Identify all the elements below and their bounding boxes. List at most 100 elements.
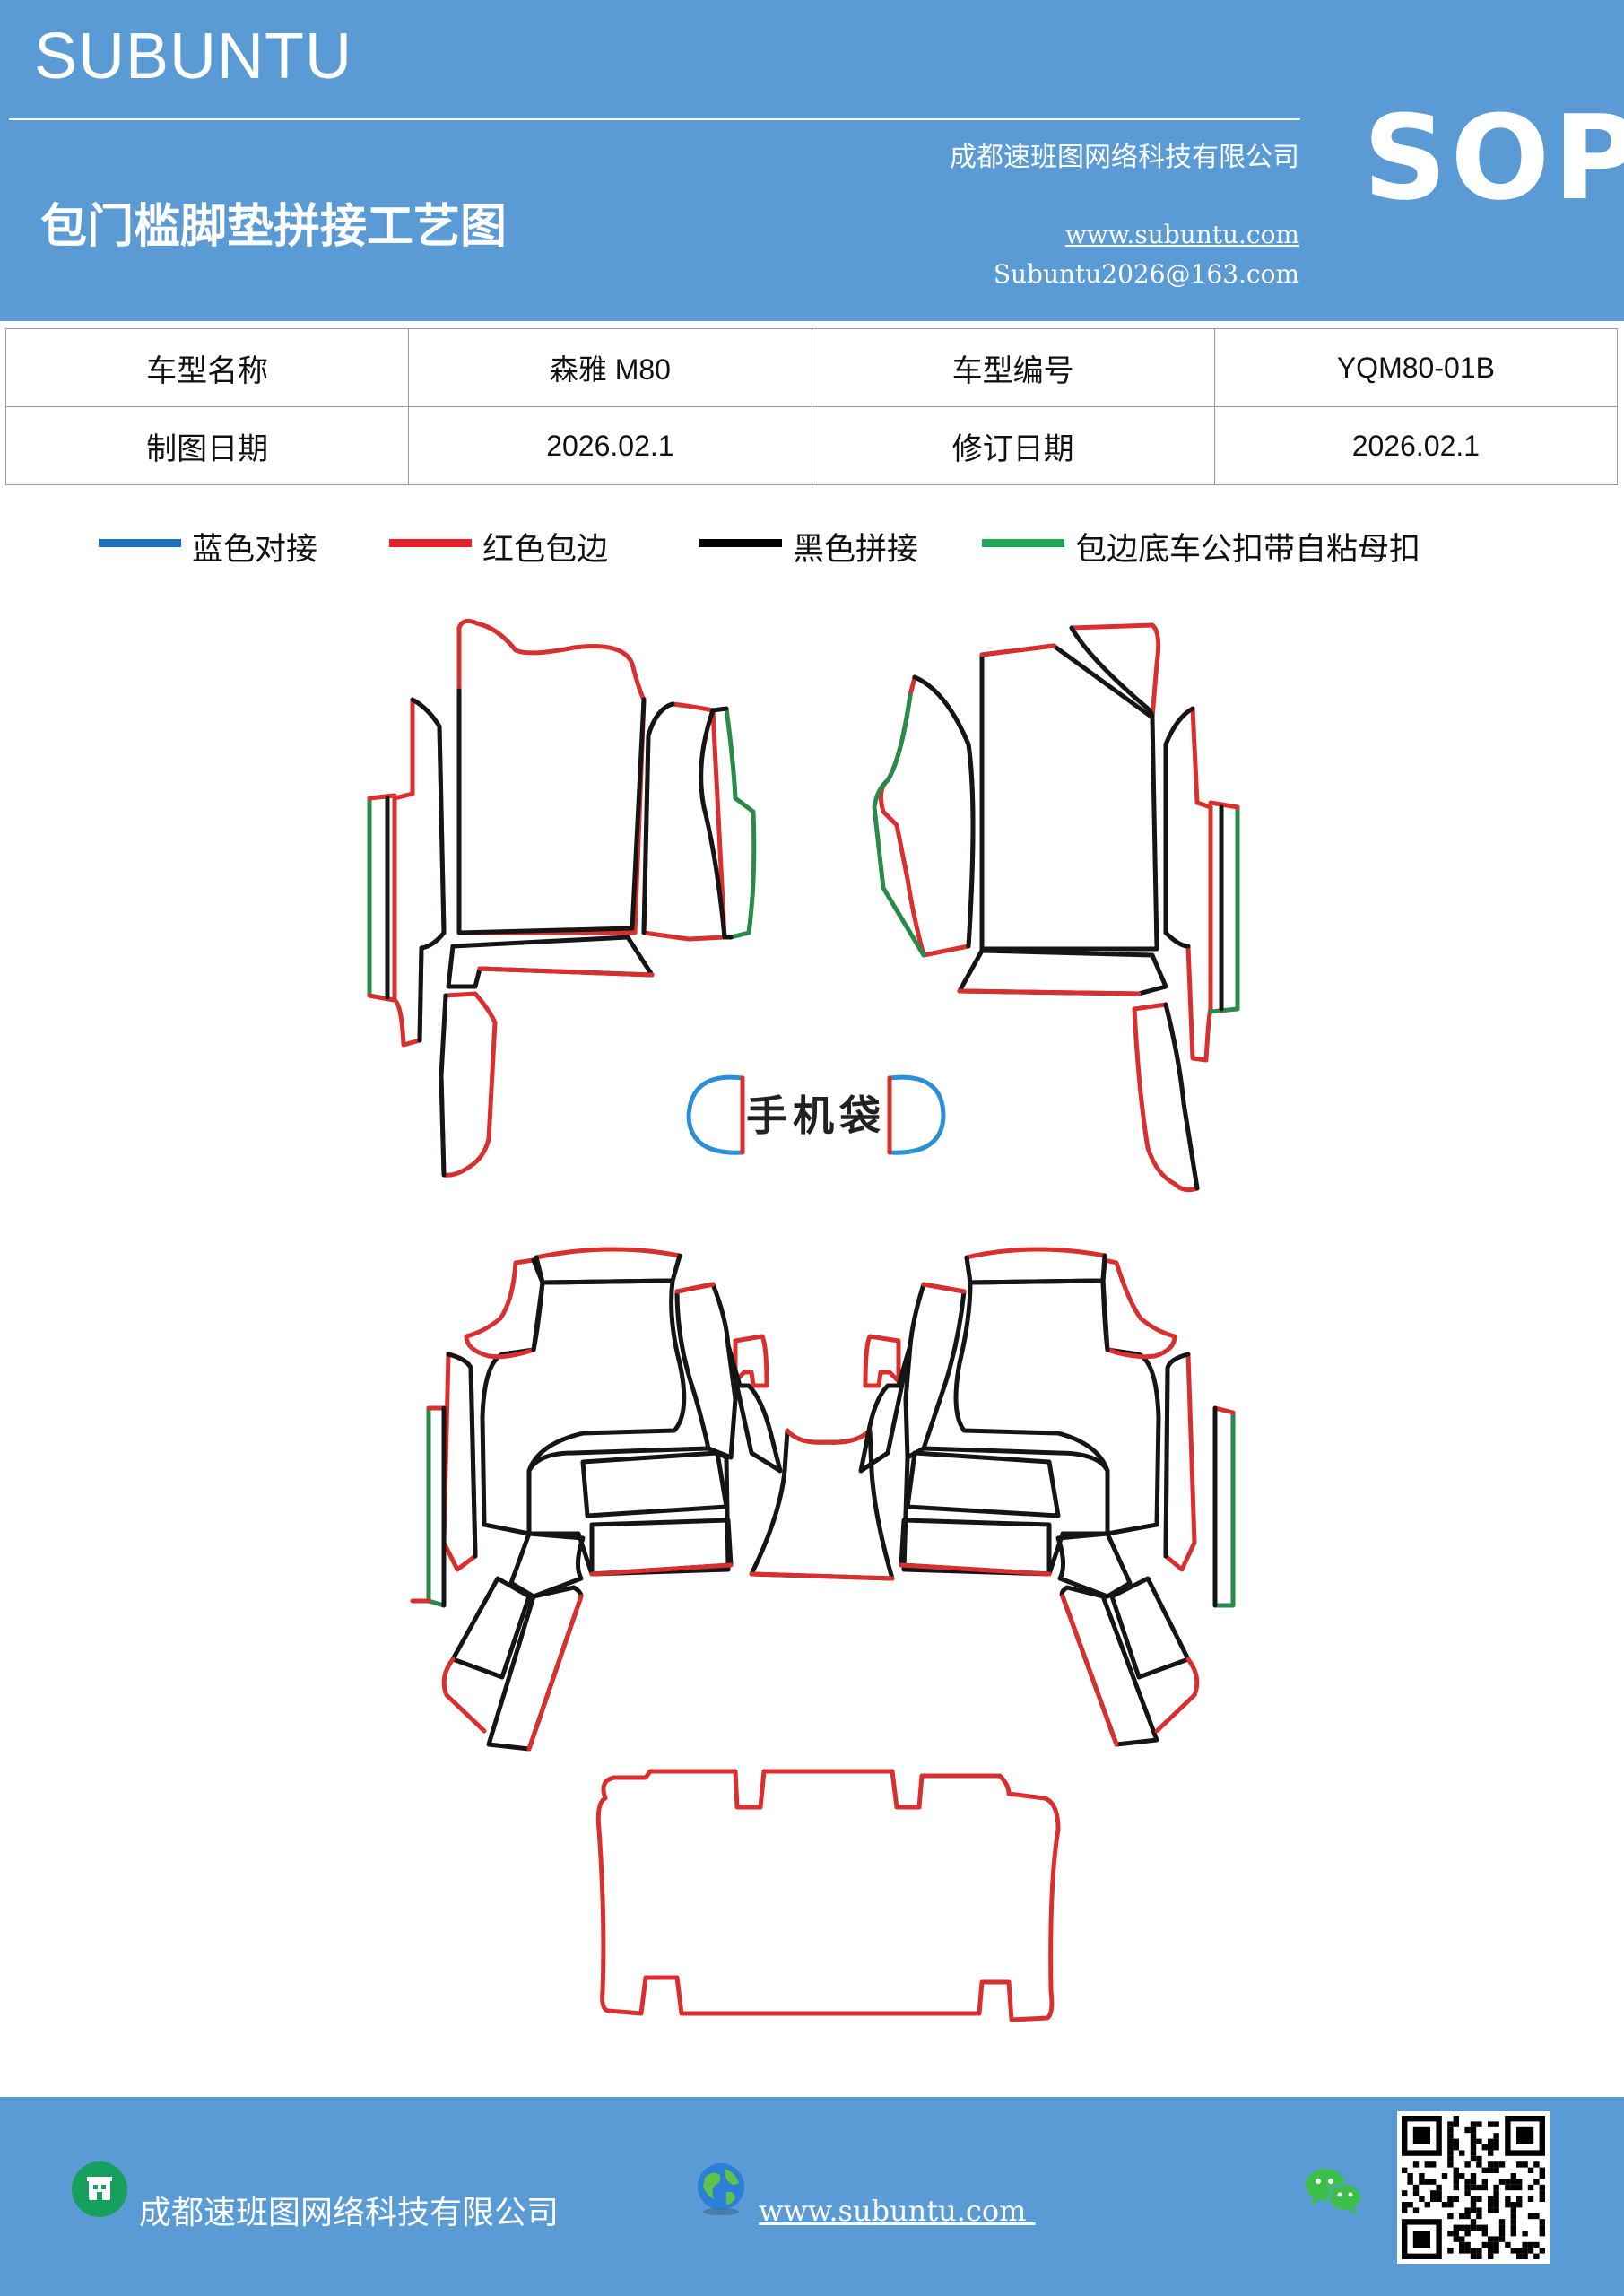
seam-line [1163,1002,1200,1191]
rear-right-sill-mid [903,1282,967,1460]
legend-swatch-black [699,539,782,547]
rear-right-edge-strip [1212,1410,1236,1608]
vehicle-info-table: 车型名称 森雅 M80 车型编号 YQM80-01B 制图日期 2026.02.… [4,328,1619,485]
table-row: 制图日期 2026.02.1 修订日期 2026.02.1 [4,406,1619,485]
model-name-value: 森雅 M80 [408,328,812,407]
revise-date-value: 2026.02.1 [1213,406,1619,485]
rear-right-center-piece [858,1343,913,1474]
sop-badge: SOP [1363,90,1624,226]
header-website-link[interactable]: www.subuntu.com [1064,220,1299,249]
front-right-lower-strip [1132,1002,1200,1193]
rear-right-side-strip [1163,1352,1197,1572]
rear-left-main-piece [480,1278,687,1536]
rear-left-corner [464,1257,545,1360]
front-left-side-piece [641,701,727,942]
seam-line [531,1257,545,1352]
legend-label: 蓝色对接 [192,532,318,568]
front-left-mat-group [367,618,757,1178]
seam-line [899,1562,1052,1577]
rear-right-pad-top [905,1450,1061,1518]
seam-line [589,1562,734,1577]
header-email[interactable]: Subuntu2026@163.com [993,259,1299,289]
seam-line [674,1282,716,1294]
seam-line [912,674,976,949]
rear-left-edge-strip [426,1405,447,1608]
front-right-edge-strip [1208,804,1240,1014]
front-right-sill-top [1163,706,1213,1063]
rear-right-mat-group [858,1247,1236,1747]
seam-line [534,1253,682,1285]
phone-pocket-right [887,1074,946,1155]
front-left-lower-strip [439,991,498,1178]
table-row: 车型名称 森雅 M80 车型编号 YQM80-01B [4,328,1619,407]
rear-right-tab [863,1334,901,1388]
front-right-main-piece [979,643,1159,952]
seam-line [441,1594,584,1752]
front-right-edge-strip [872,692,926,958]
trunk-mat [595,1769,1061,2022]
front-right-top-piece [1069,622,1161,720]
rear-right-edge-strip-red [1212,1405,1236,1415]
rear-center-tunnel-group [749,1428,895,1581]
draw-date-value: 2026.02.1 [408,406,812,485]
seam-line [957,988,1142,996]
model-name-label: 车型名称 [4,328,410,407]
phone-pocket-left [686,1074,745,1155]
qr-code[interactable] [1397,2111,1550,2264]
rear-right-corner [1100,1257,1177,1360]
draw-date-label: 制图日期 [4,406,410,485]
globe-icon [692,2160,750,2217]
seam-line [710,706,734,940]
rear-left-edge-strip-red [410,1405,447,1604]
seam-line [1163,706,1195,949]
phone-pocket-group [686,1074,946,1155]
wechat-icon [1302,2163,1365,2217]
rear-right-main-piece [953,1278,1161,1536]
seam-line [439,993,448,1178]
legend-swatch-red [389,539,472,547]
building-icon [72,2161,127,2217]
header-company-name: 成都速班图网络科技有限公司 [950,142,1299,173]
front-right-side-piece [878,674,976,958]
front-left-lower-bar [446,935,655,989]
front-left-main-piece [456,618,647,935]
footer-website-link[interactable]: www.subuntu.com [759,2194,1036,2228]
header-divider [9,118,1300,120]
rear-left-sill-mid [674,1282,738,1460]
front-left-edge-strip [724,706,757,940]
seam-line [1100,1257,1110,1352]
seam-line [979,643,1056,657]
trunk-mat-group [595,1769,1061,2022]
header-banner: SUBUNTU 成都速班图网络科技有限公司 包门槛脚垫拼接工艺图 www.sub… [0,0,1624,321]
legend-label: 红色包边 [482,532,609,568]
seam-line [410,697,447,1043]
rear-left-mat-group [410,1247,783,1752]
rear-right-top-bar [964,1247,1107,1285]
phone-pocket-label: 手机袋 [746,1091,886,1140]
seam-line [749,1428,895,1581]
seam-line [1163,1352,1191,1559]
legend-label: 黑色拼接 [793,532,919,568]
seam-line [456,688,647,935]
front-right-edge-strip-red [1208,800,1240,810]
seam-line [641,701,727,940]
seam-line [477,966,655,978]
seam-line [964,1253,1107,1285]
rear-left-center-piece [725,1343,783,1474]
seam-line [921,1282,967,1294]
seam-line [1069,625,1155,720]
rear-left-tab [733,1334,769,1388]
legend-label: 包边底车公扣带自粘母扣 [1075,532,1421,568]
floor-mat-diagram: 手机袋 [367,618,1240,2022]
model-code-value: YQM80-01B [1213,328,1619,407]
rear-center-tunnel [749,1428,895,1581]
legend-swatch-green [982,539,1064,547]
model-code-label: 车型编号 [811,328,1215,407]
front-right-mat-group [872,622,1240,1193]
front-left-edge-strip [367,796,397,1003]
revise-date-label: 修订日期 [811,406,1215,485]
legend-swatch-blue [99,539,181,547]
front-left-edge-strip-red [367,793,397,1003]
brand-logo-text: SUBUNTU [34,21,353,92]
seam-line [446,1352,478,1559]
